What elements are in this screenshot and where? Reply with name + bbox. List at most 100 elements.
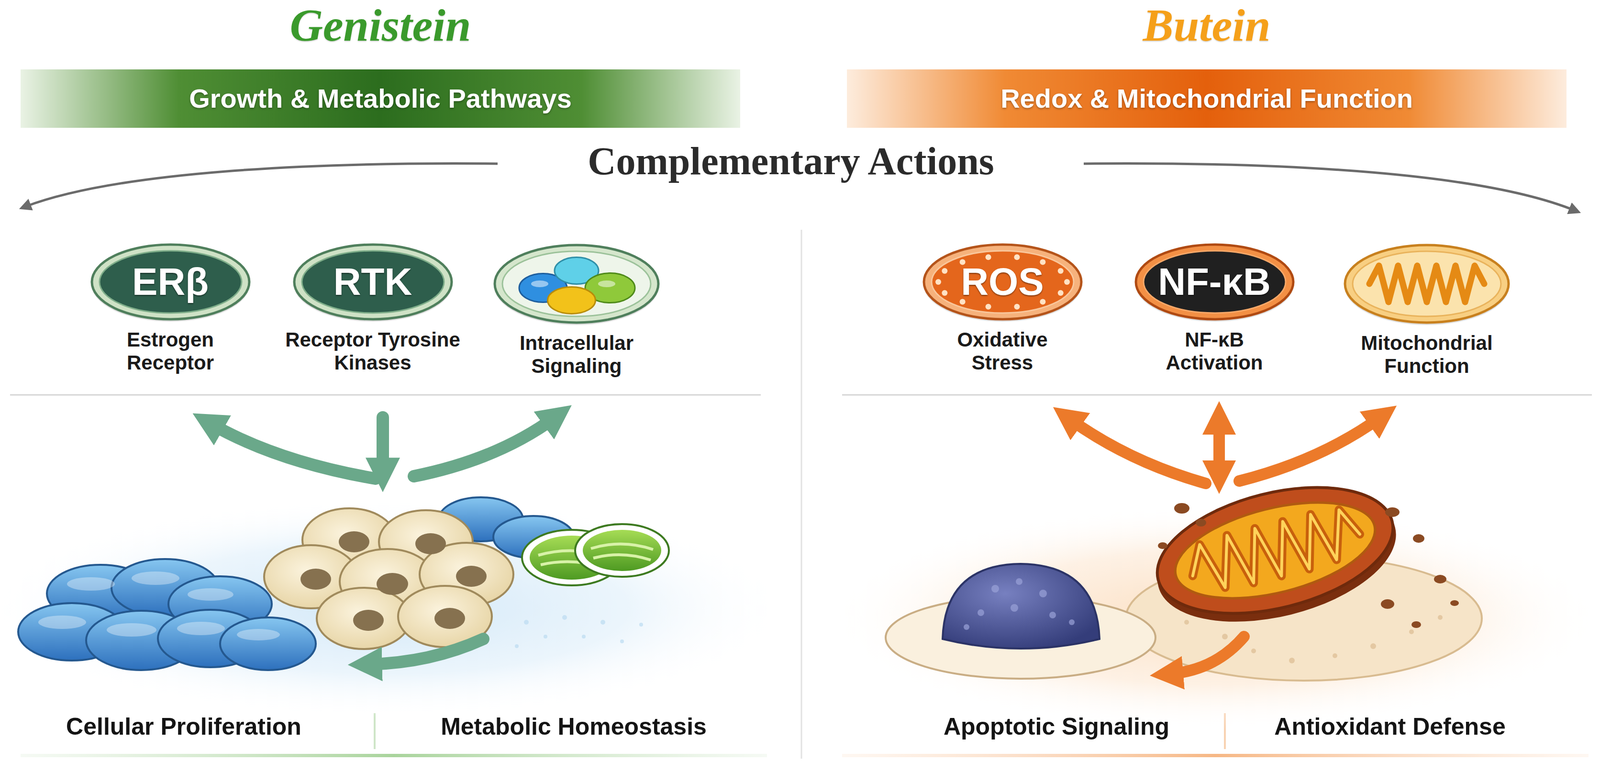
cell-cluster-illustration-part-part [220, 617, 316, 670]
mitochondrion-illustration-part-part [1165, 484, 1385, 616]
cell-cluster-illustration-part-part [620, 639, 624, 644]
mitochondrion-illustration-part-part [963, 623, 970, 630]
mitochondrion-illustration-part-part [1049, 611, 1056, 619]
cell-cluster-illustration-part [38, 571, 280, 641]
orange-arrows-part [1239, 417, 1381, 481]
compound-heading: Genistein [20, 0, 741, 51]
green-arrows-part [210, 423, 376, 479]
cell-cluster-illustration-part [522, 523, 669, 586]
mitochondrion-illustration-part-part [1184, 619, 1189, 625]
oval-shape-part [99, 250, 242, 313]
orange-arrows-part [1069, 418, 1206, 484]
cell-cluster-illustration-part-part [455, 565, 487, 587]
oval-shape-part [301, 250, 445, 313]
oval-shape-part [1057, 289, 1064, 296]
cell-cluster-illustration-part-part [415, 533, 446, 555]
mitochondrion-illustration-part-part [1433, 574, 1447, 584]
oval-shape-part [935, 278, 942, 285]
band-text: Redox & Mitochondrial Function [1000, 83, 1413, 114]
cell-cluster-illustration-part-part [236, 628, 280, 641]
cell-cluster-illustration-part-part [514, 644, 519, 648]
mitochondrion-illustration [827, 465, 1600, 730]
oval-shape-part [985, 303, 991, 310]
cell-cluster-illustration-part [0, 497, 790, 718]
compound-heading: Butein [846, 0, 1567, 51]
oval-shape-part [1352, 251, 1501, 317]
oval-shape-part [931, 250, 1074, 313]
mitochondrion-illustration-part-part [1222, 633, 1228, 640]
cell-cluster-illustration-part-part [106, 622, 157, 637]
mitochondrion-illustration-part-part [1185, 503, 1366, 597]
oval-label: ERβ [132, 262, 209, 301]
mitochondrion-illustration-part-part [1039, 589, 1047, 598]
mitochondrion-illustration-part-part [1412, 533, 1425, 543]
mitochondrion-illustration-part [963, 577, 1075, 630]
oval-shape-part [294, 244, 452, 320]
oval-shape-part [1064, 278, 1070, 285]
oval-shape [1343, 242, 1511, 325]
mitochondrion-illustration-part-part [1195, 518, 1207, 527]
mitochondrion-illustration-part-part [1380, 599, 1395, 609]
cell-cluster-illustration-part-part [66, 577, 115, 591]
cell-cluster-illustration-part-part [582, 529, 662, 571]
green-arrows [210, 417, 556, 665]
oval-shape-part [494, 244, 659, 323]
panel-dividers-part [842, 394, 1592, 396]
green-arrows-part [413, 417, 556, 477]
oval-shape-part [1013, 254, 1020, 260]
oval-shape-part [941, 289, 948, 296]
mitochondrion-illustration-part-part [1068, 619, 1075, 625]
oval-label: ROS [960, 262, 1044, 301]
oval-shape-part [985, 254, 991, 260]
oval-shape-part [1135, 244, 1294, 320]
cell-cluster-illustration-part [300, 531, 487, 631]
green-arrows-part [376, 417, 389, 472]
oval-shape-part [1013, 303, 1020, 310]
mitochondrion-illustration-part-part [1370, 643, 1377, 649]
mitochondrion-illustration-part-part [991, 584, 1000, 593]
mitochondrion-illustration-part-part [1332, 653, 1338, 658]
oval-caption: Oxidative Stress [930, 328, 1075, 375]
outcome-label: Antioxidant Defense [1274, 712, 1506, 741]
cell-cluster-illustration-part-part [187, 588, 234, 601]
mitochondrion-illustration-part-part [1144, 465, 1406, 636]
mitochondrion-illustration-part-part [1288, 657, 1295, 664]
mitochondrion-illustration-part-part [1411, 621, 1422, 628]
mitochondrion-illustration-part-part [1385, 507, 1400, 517]
oval-shape-part [923, 244, 1082, 320]
oval-shape-part [502, 251, 651, 317]
cell-cluster-illustration-part-part [353, 609, 384, 631]
mitochondrion-illustration-part-part [1437, 614, 1443, 620]
oval-caption: Mitochondrial Function [1340, 331, 1513, 378]
pathway-oval: Mitochondrial Function [1343, 242, 1511, 325]
oval-shape-part [91, 244, 250, 320]
cell-cluster-illustration-part-part [590, 543, 654, 560]
cell-cluster-illustration-part [264, 508, 514, 649]
mitochondrion-illustration-part [942, 563, 1100, 649]
diagram-title: Complementary Actions [576, 138, 1006, 184]
cell-cluster-illustration [0, 497, 790, 718]
oval-shape-part [1344, 244, 1509, 323]
band-text: Growth & Metabolic Pathways [188, 83, 572, 114]
oval-shape-part [531, 280, 549, 288]
mitochondrion-illustration-part-part [1010, 603, 1019, 612]
cell-cluster-illustration-part-part [581, 634, 586, 639]
cell-cluster-illustration-part [514, 614, 644, 648]
pathway-oval: ERβEstrogen Receptor [89, 242, 252, 322]
oval-shape-part [941, 267, 948, 274]
title-band: ButeinRedox & Mitochondrial Function [846, 69, 1567, 128]
top-curved-arrows-part [24, 163, 498, 207]
top-curved-arrows-part [1083, 163, 1576, 211]
cell-cluster-illustration-part-part [316, 587, 411, 649]
panel-dividers-part [20, 753, 767, 757]
oval-label: NF-κB [1157, 262, 1271, 301]
oval-shape-part [1143, 250, 1286, 313]
oval-caption: NF-κB Activation [1137, 328, 1291, 375]
pathway-oval: Intracellular Signaling [492, 242, 661, 325]
oval-caption: Intracellular Signaling [495, 331, 658, 378]
orange-arrows [1069, 417, 1381, 674]
cell-cluster-illustration-part-part [38, 615, 87, 629]
oval-shape-part [547, 286, 596, 314]
outcome-label: Metabolic Homeostasis [440, 712, 707, 741]
